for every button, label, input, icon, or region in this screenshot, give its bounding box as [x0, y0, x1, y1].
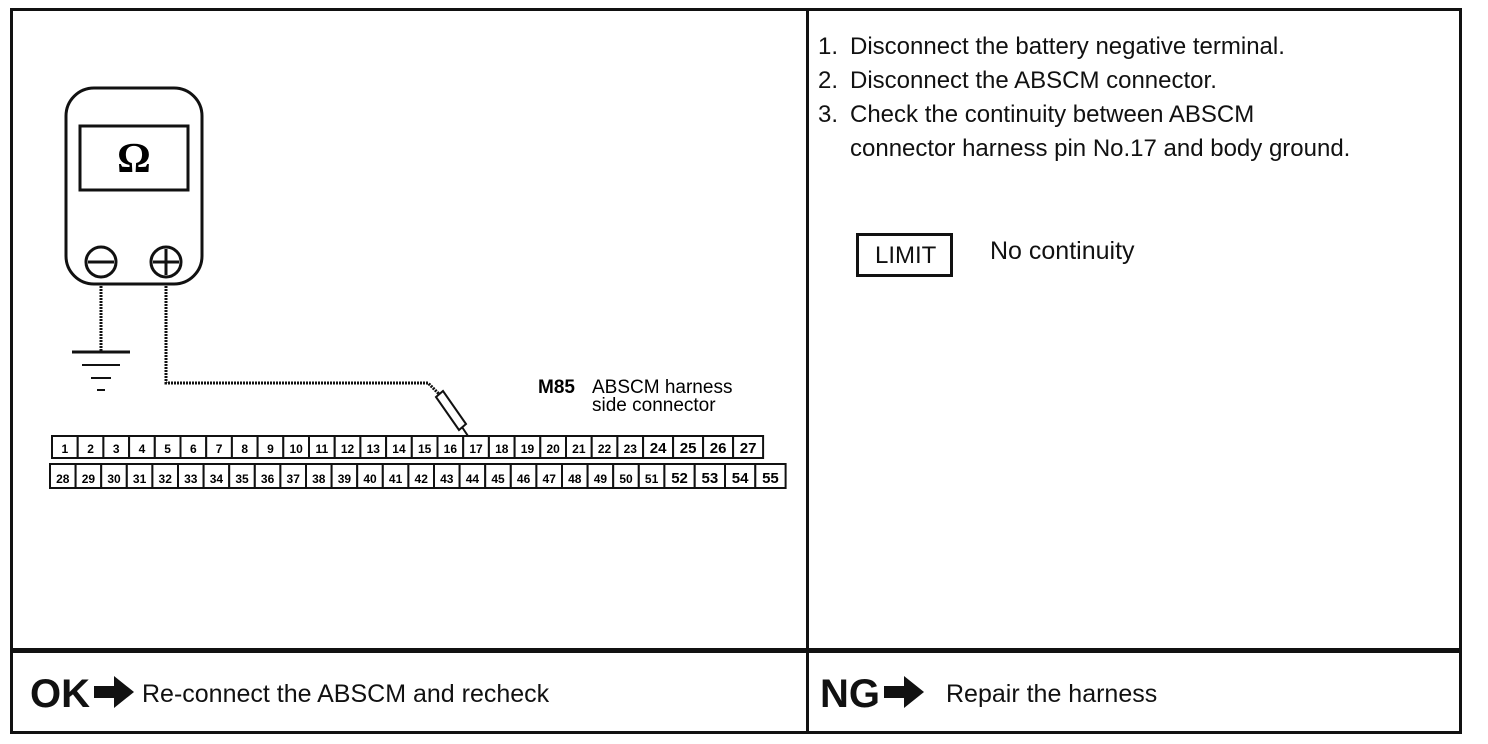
connector-pin-label: 52 — [671, 470, 688, 487]
right-arrow-icon — [882, 674, 926, 715]
connector-pin-label: 55 — [762, 470, 779, 487]
connector-pin-label: 49 — [594, 472, 608, 486]
horizontal-divider — [10, 648, 1462, 653]
connector-pin-label: 20 — [546, 442, 560, 456]
connector-pin-label: 42 — [415, 472, 429, 486]
instruction-list: 1.Disconnect the battery negative termin… — [818, 30, 1350, 166]
connector-pin-label: 31 — [133, 472, 147, 486]
connector-pin-label: 37 — [287, 472, 301, 486]
connector-pin-label: 33 — [184, 472, 198, 486]
probe-lead — [164, 286, 442, 397]
connector-pin-40 — [356, 463, 384, 489]
connector-pin-label: 2 — [87, 442, 94, 456]
connector-pin-label: 8 — [241, 442, 248, 456]
connector-pin-34 — [202, 463, 231, 489]
connector-pin-label: 35 — [235, 472, 249, 486]
connector-pin-label: 22 — [598, 442, 612, 456]
connector-pin-label: 18 — [495, 442, 509, 456]
connector-pin-label: 50 — [619, 472, 633, 486]
connector-pin-53 — [693, 463, 727, 489]
instruction-step: 2.Disconnect the ABSCM connector. — [818, 67, 1217, 94]
instruction-step: connector harness pin No.17 and body gro… — [850, 135, 1351, 162]
connector-pin-31 — [125, 463, 154, 489]
ok-result: OK Re-connect the ABSCM and recheck — [30, 672, 549, 716]
ground-icon — [72, 350, 130, 391]
connector-pin-label: 30 — [107, 472, 121, 486]
ng-text: Repair the harness — [946, 679, 1158, 708]
connector-pin-label: 19 — [521, 442, 535, 456]
minus-terminal-icon — [84, 245, 118, 279]
connector-pin-label: 53 — [702, 470, 719, 487]
connector-pin-label: 3 — [113, 442, 120, 456]
connector-pin-label: 16 — [444, 442, 458, 456]
connector-pin-label: 23 — [624, 442, 638, 456]
connector-pin-label: 48 — [568, 472, 582, 486]
connector-pin-label: 11 — [316, 442, 329, 456]
test-probe — [434, 389, 473, 443]
ng-result: NG Repair the harness — [820, 672, 1157, 716]
plus-terminal-icon — [149, 245, 183, 279]
ok-text: Re-connect the ABSCM and recheck — [142, 679, 550, 708]
connector-pin-49 — [586, 463, 615, 489]
limit-badge: LIMIT — [856, 233, 954, 277]
limit-value: No continuity — [990, 237, 1135, 265]
instruction-step: 1.Disconnect the battery negative termin… — [818, 33, 1285, 60]
connector-pin-48 — [561, 463, 589, 489]
connector-pin-label: 29 — [82, 472, 96, 486]
connector-pin-42 — [407, 463, 435, 489]
ohm-symbol: Ω — [117, 136, 151, 182]
connector-pin-label: 24 — [650, 440, 667, 457]
connector-pin-label: 43 — [440, 472, 454, 486]
connector-pin-label: 28 — [56, 472, 70, 486]
connector-pin-label: 25 — [680, 440, 697, 457]
connector-pin-label: 47 — [543, 472, 557, 486]
connector-pin-label: 45 — [491, 472, 505, 486]
connector-pin-label: 44 — [466, 472, 480, 486]
connector-pin-label: 51 — [645, 472, 659, 486]
ohmmeter: Ω — [64, 86, 204, 286]
ok-label: OK — [30, 672, 90, 716]
vertical-divider — [806, 8, 809, 734]
connector-pin-44 — [458, 463, 487, 489]
connector-pin-35 — [228, 463, 256, 489]
connector-pin-label: 13 — [367, 442, 381, 456]
connector-name-line1: ABSCM harness — [592, 377, 732, 398]
connector-pin-label: 26 — [710, 440, 727, 457]
connector-pin-28 — [49, 463, 77, 489]
right-arrow-icon — [92, 674, 136, 715]
instruction-step: 3.Check the continuity between ABSCM — [818, 101, 1255, 128]
connector-pin-label: 32 — [159, 472, 173, 486]
connector-pin-label: 10 — [289, 442, 303, 456]
connector-pin-label: 41 — [389, 472, 403, 486]
connector-pin-label: 15 — [418, 442, 432, 456]
connector-pin-55 — [754, 463, 787, 489]
connector-pin-label: 7 — [216, 442, 223, 456]
connector-pin-label: 21 — [572, 442, 586, 456]
connector-pin-label: 14 — [392, 442, 406, 456]
connector-pin-label: 34 — [210, 472, 224, 486]
connector-code: M85 — [538, 377, 575, 398]
ng-label: NG — [820, 672, 880, 716]
connector-pin-label: 36 — [261, 472, 275, 486]
connector-pin-30 — [100, 463, 128, 489]
connector-pin-label: 54 — [732, 470, 749, 487]
connector-pin-label: 12 — [341, 442, 355, 456]
connector-pin-label: 5 — [164, 442, 171, 456]
connector-pin-label: 40 — [363, 472, 377, 486]
connector-pin-label: 46 — [517, 472, 531, 486]
connector-pin-label: 1 — [62, 442, 69, 456]
connector-pin-label: 9 — [267, 442, 274, 456]
connector-pin-label: 27 — [740, 440, 757, 457]
connector-pin-label: 17 — [469, 442, 483, 456]
connector-pin-label: 4 — [139, 442, 146, 456]
diagram-frame — [10, 8, 1462, 734]
connector-name-line2: side connector — [592, 395, 716, 416]
connector-pin-27 — [732, 435, 765, 459]
connector-pin-label: 39 — [338, 472, 352, 486]
connector-pin-label: 6 — [190, 442, 197, 456]
connector-pin-label: 38 — [312, 472, 326, 486]
